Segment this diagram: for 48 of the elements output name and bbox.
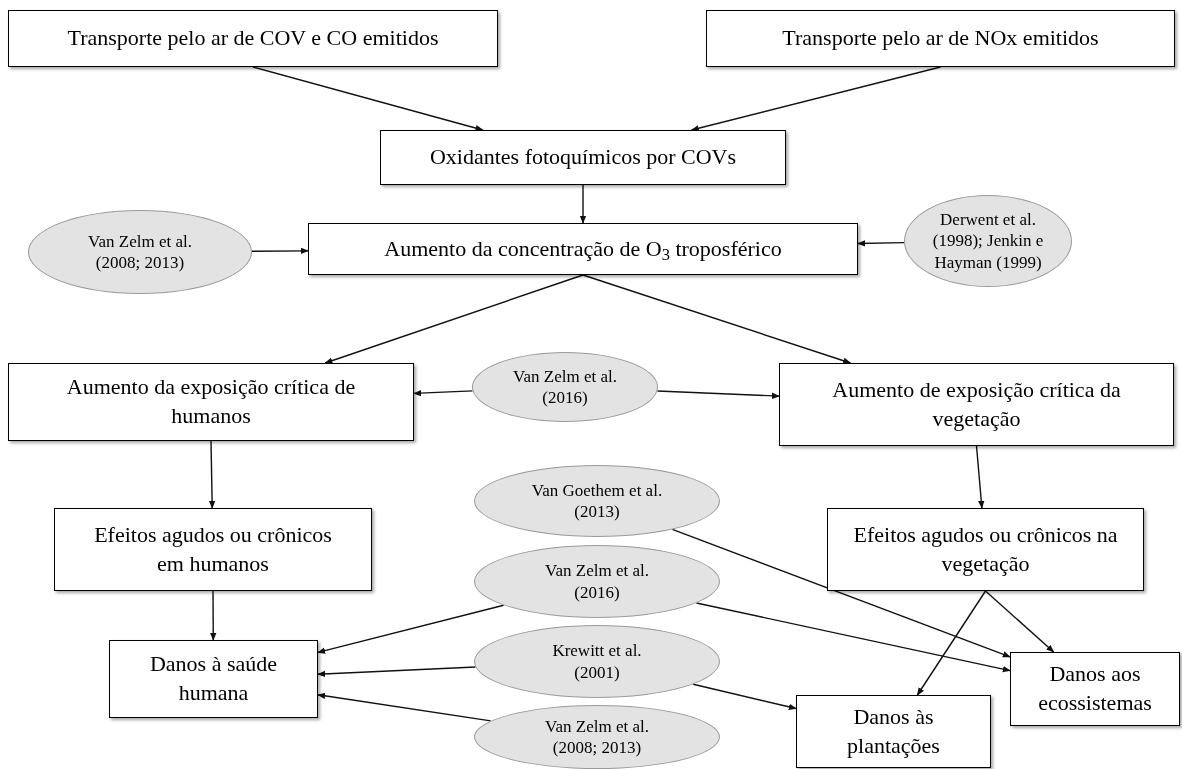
box-text: Danos à saúde humana xyxy=(148,650,279,707)
arrow xyxy=(975,445,985,509)
citation-text: Krewitt et al. (2001) xyxy=(551,640,643,683)
box-text: Danos aos ecossistemas xyxy=(1037,660,1153,717)
citation-text: Van Goethem et al. (2013) xyxy=(530,479,664,523)
process-box xyxy=(8,10,498,67)
arrow xyxy=(251,247,309,255)
process-box xyxy=(706,10,1175,67)
arrow xyxy=(252,66,484,132)
process-box xyxy=(8,363,414,441)
citation-text: Van Zelm et al. (2016) xyxy=(512,365,618,409)
arrow xyxy=(317,692,492,722)
arrow xyxy=(690,66,942,132)
box-text: Oxidantes fotoquímicos por COVs xyxy=(429,143,737,172)
box-text: Efeitos agudos ou crônicos em humanos xyxy=(93,520,333,578)
process-box xyxy=(779,363,1174,446)
arrow xyxy=(579,184,587,224)
citation-text: Van Zelm et al. (2008; 2013) xyxy=(87,230,193,274)
arrow xyxy=(916,590,987,696)
arrow xyxy=(317,604,505,654)
arrow xyxy=(857,240,905,247)
process-box xyxy=(380,130,786,185)
box-text: Aumento da concentração de O$_{3}$ troposférico xyxy=(384,234,782,264)
process-box xyxy=(827,508,1144,591)
arrow xyxy=(324,274,584,364)
arrow xyxy=(984,590,1055,653)
process-box xyxy=(1010,652,1180,726)
arrow xyxy=(656,390,780,399)
box-text: Aumento da exposição crítica de humanos xyxy=(65,373,357,430)
citation-text: Van Zelm et al. (2016) xyxy=(544,560,650,603)
process-box xyxy=(308,223,858,275)
arrow xyxy=(671,528,1011,658)
citation-text: Van Zelm et al. (2008; 2013) xyxy=(544,715,650,759)
box-text: Transporte pelo ar de COV e CO emitidos xyxy=(67,24,439,53)
arrow xyxy=(413,389,474,397)
arrow xyxy=(582,274,852,364)
box-text: Danos às plantações xyxy=(846,702,941,760)
process-box xyxy=(796,695,991,768)
arrow xyxy=(692,683,797,710)
process-box xyxy=(54,508,372,591)
box-text: Efeitos agudos ou crônicos na vegetação xyxy=(852,520,1119,578)
arrow xyxy=(695,602,1011,673)
box-text: Aumento de exposição crítica da vegetação xyxy=(831,375,1122,433)
process-box xyxy=(109,640,318,718)
arrow xyxy=(208,440,216,509)
citation-text: Derwent et al. (1998); Jenkin e Hayman (1999) xyxy=(931,209,1045,273)
arrow xyxy=(210,590,217,641)
box-text: Transporte pelo ar de NOx emitidos xyxy=(782,24,1099,53)
